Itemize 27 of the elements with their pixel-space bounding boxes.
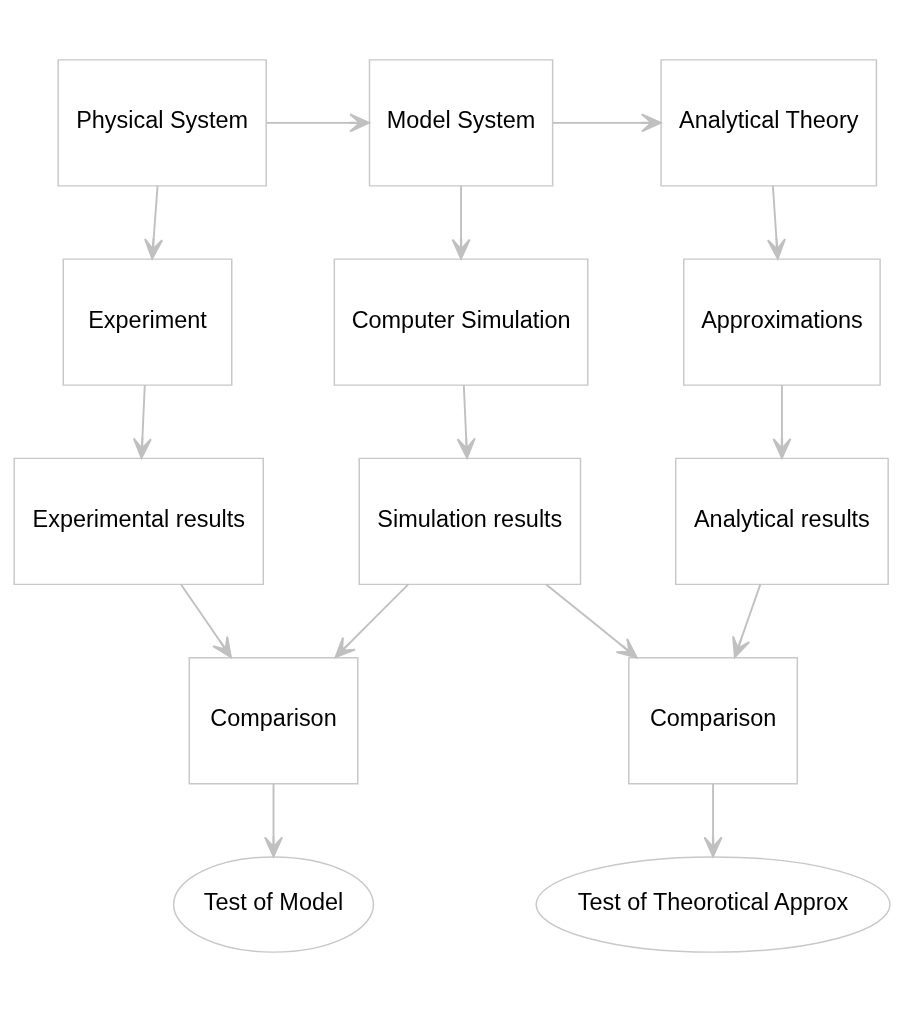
arrow (456, 384, 476, 459)
node-box: Model System (368, 59, 554, 187)
node-box: Experiment (62, 258, 233, 386)
node-box: Simulation results (358, 457, 582, 586)
node-box: Physical System (57, 59, 267, 187)
arrow (552, 113, 662, 133)
node-box: Analytical results (674, 457, 889, 586)
arrow (144, 184, 164, 260)
arrow (451, 184, 471, 260)
arrow (772, 384, 792, 459)
arrow (264, 782, 284, 858)
node-box: Analytical Theory (660, 59, 878, 187)
arrow (334, 583, 410, 659)
arrow (703, 782, 723, 858)
node-box: Computer Simulation (333, 258, 589, 386)
arrow (545, 583, 638, 659)
node-box: Approximations (683, 258, 881, 386)
node-box: Comparison (628, 656, 799, 785)
arrow (132, 384, 152, 459)
arrow (767, 184, 786, 260)
node-box: Experimental results (13, 457, 264, 586)
arrow (732, 583, 762, 659)
node-ellipse: Test of Model (172, 856, 375, 953)
arrow (180, 583, 232, 659)
node-box: Comparison (188, 656, 359, 785)
node-ellipse: Test of Theorotical Approx (535, 856, 891, 953)
arrow (265, 113, 371, 133)
